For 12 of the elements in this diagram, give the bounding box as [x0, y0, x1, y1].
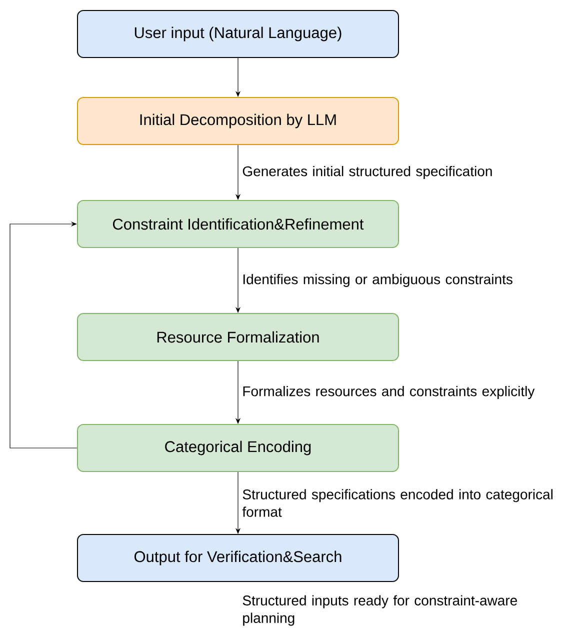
process-box: Resource Formalization — [77, 313, 399, 361]
process-box: Categorical Encoding — [77, 424, 399, 472]
process-box: Output for Verification&Search — [77, 534, 399, 582]
edge-label: Generates initial structured specification — [242, 166, 492, 180]
edge-label: Structured specifications encoded into categorical format — [242, 489, 552, 517]
process-box: Constraint Identification&Refinement — [77, 200, 399, 248]
edge-label: Formalizes resources and constraints explicitly — [243, 386, 535, 400]
note-text: Structured inputs ready for constraint-aware planning — [242, 595, 517, 626]
arrow — [10, 221, 78, 448]
process-box: User input (Natural Language) — [77, 10, 399, 58]
process-box: Initial Decomposition by LLM — [77, 97, 399, 145]
edge-label: Identifies missing or ambiguous constraints — [243, 274, 512, 288]
